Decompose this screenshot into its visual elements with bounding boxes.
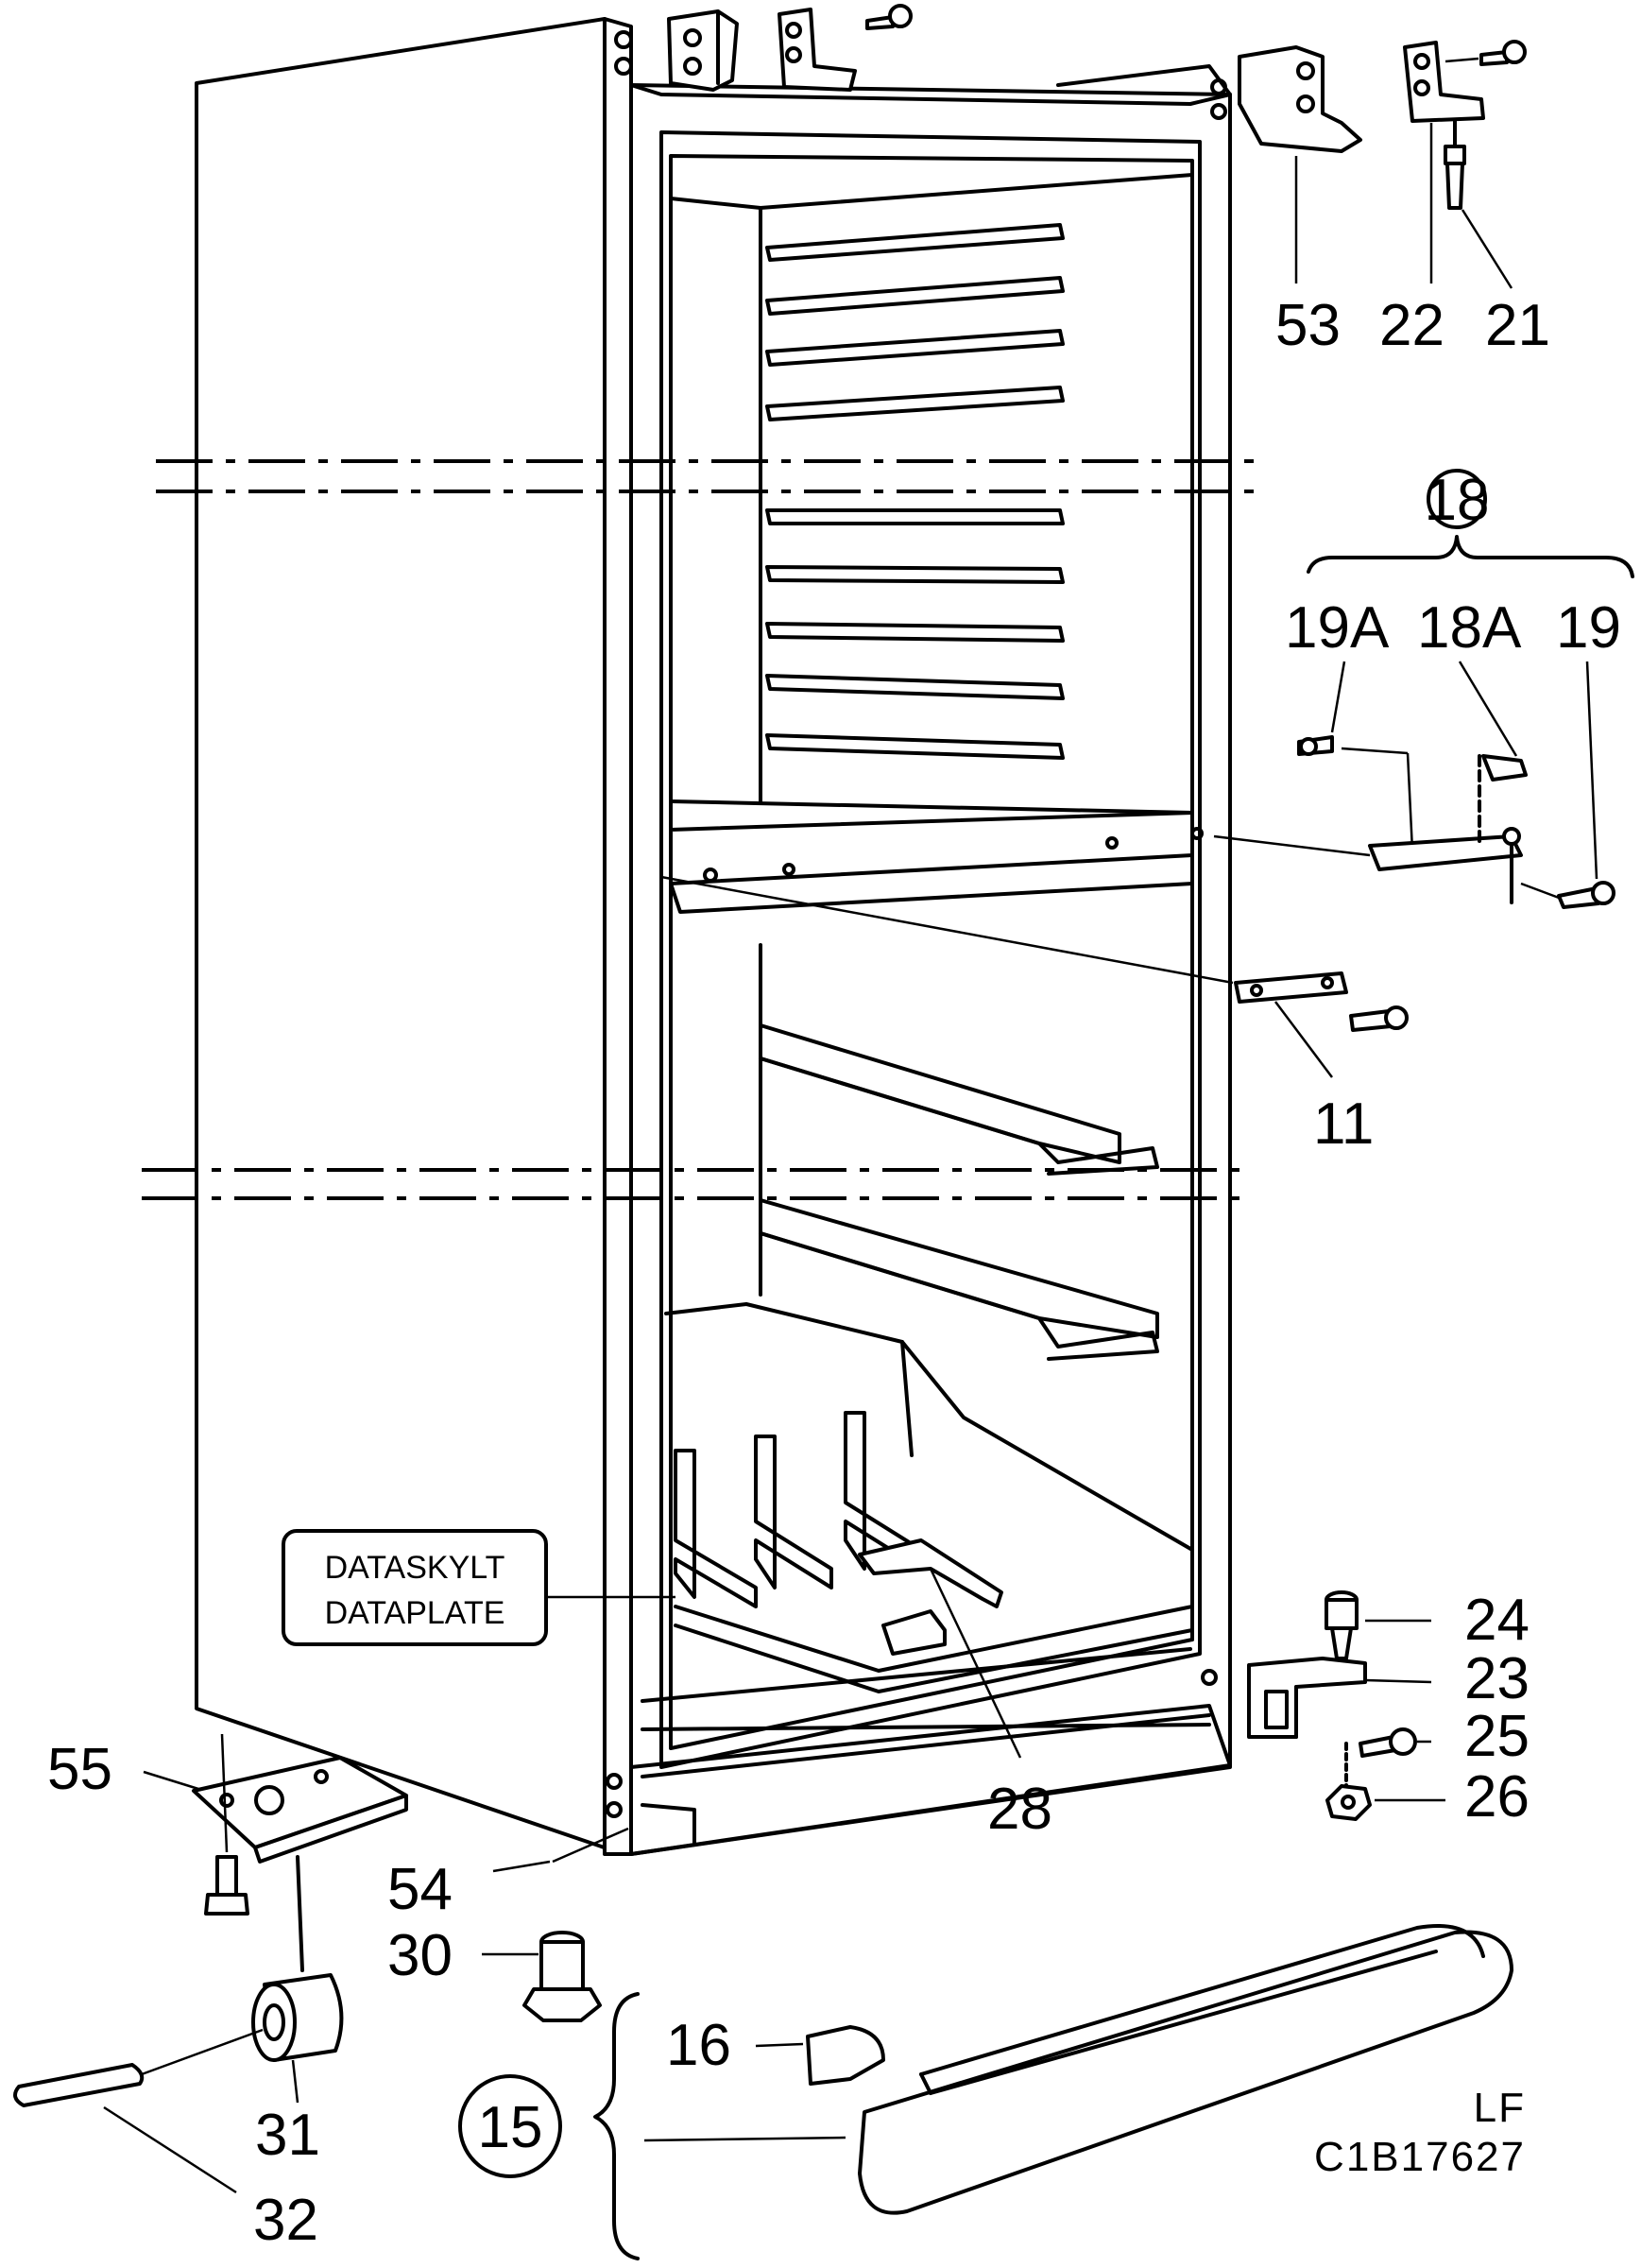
callout-26: 26 bbox=[1464, 1764, 1530, 1830]
bottom-hinge-55 bbox=[143, 1733, 408, 1972]
hinge-pin-24 bbox=[1325, 1590, 1431, 1660]
nameplate-line2: DATAPLATE bbox=[325, 1595, 505, 1631]
top-hinge-53 bbox=[1238, 45, 1362, 284]
callout-54: 54 bbox=[387, 1857, 453, 1922]
hinge-pin-21 bbox=[1444, 119, 1513, 289]
screw-under-hinge bbox=[204, 1855, 249, 1916]
callout-55: 55 bbox=[47, 1737, 112, 1802]
drain-fitting-28 bbox=[858, 1538, 1022, 1759]
cabinet-bottom bbox=[629, 1704, 1232, 1856]
callout-11: 11 bbox=[1313, 1091, 1374, 1157]
roller-31 bbox=[251, 1973, 344, 2104]
nameplate-line1: DATASKYLT bbox=[325, 1550, 505, 1586]
callout-30: 30 bbox=[387, 1923, 453, 1988]
callout-18a: 18A bbox=[1417, 595, 1522, 661]
screw-25 bbox=[1359, 1727, 1431, 1758]
screw-icon bbox=[865, 4, 913, 30]
nut-26 bbox=[1325, 1742, 1445, 1821]
callout-31: 31 bbox=[255, 2103, 320, 2168]
callout-19a: 19A bbox=[1285, 595, 1390, 661]
callout-32: 32 bbox=[253, 2188, 318, 2253]
hinge-bracket-22 bbox=[1403, 40, 1527, 284]
screw-icon bbox=[1444, 40, 1527, 66]
callout-labels: 53 22 21 18 19A 18A 19 11 24 23 25 26 28… bbox=[47, 293, 1621, 2253]
drawing-code: LF C1B17627 bbox=[1314, 2085, 1526, 2180]
axle-32 bbox=[13, 2028, 264, 2194]
callout-16: 16 bbox=[666, 2013, 731, 2078]
bottom-hinge-23 bbox=[1247, 1657, 1432, 1739]
shelf-rails-lower bbox=[664, 1023, 1194, 1552]
shelf-rails-upper bbox=[765, 223, 1065, 760]
callout-25: 25 bbox=[1464, 1704, 1530, 1769]
callout-53: 53 bbox=[1275, 293, 1341, 358]
callout-15: 15 bbox=[478, 2095, 543, 2160]
drawing-code-line2: C1B17627 bbox=[1314, 2134, 1526, 2180]
callout-21: 21 bbox=[1485, 293, 1550, 358]
cabinet-body bbox=[195, 17, 1232, 1856]
callout-circle-15 bbox=[458, 2074, 562, 2178]
handle-assembly-15 bbox=[492, 1595, 1513, 2260]
middle-hinge-assembly-18 bbox=[1213, 469, 1634, 909]
foot-screw-30 bbox=[482, 1931, 602, 2022]
drawing-code-line1: LF bbox=[1474, 2085, 1526, 2131]
callout-28: 28 bbox=[987, 1777, 1052, 1842]
callout-23: 23 bbox=[1464, 1646, 1530, 1711]
callout-18: 18 bbox=[1425, 468, 1490, 533]
nameplate-box: DATASKYLT DATAPLATE bbox=[282, 1529, 548, 1646]
callout-19: 19 bbox=[1556, 595, 1621, 661]
top-hinge-left-pair bbox=[667, 4, 913, 92]
callout-24: 24 bbox=[1464, 1588, 1530, 1653]
divider-beam bbox=[669, 799, 1204, 914]
callout-22: 22 bbox=[1379, 293, 1444, 358]
bracket-11 bbox=[660, 875, 1409, 1078]
